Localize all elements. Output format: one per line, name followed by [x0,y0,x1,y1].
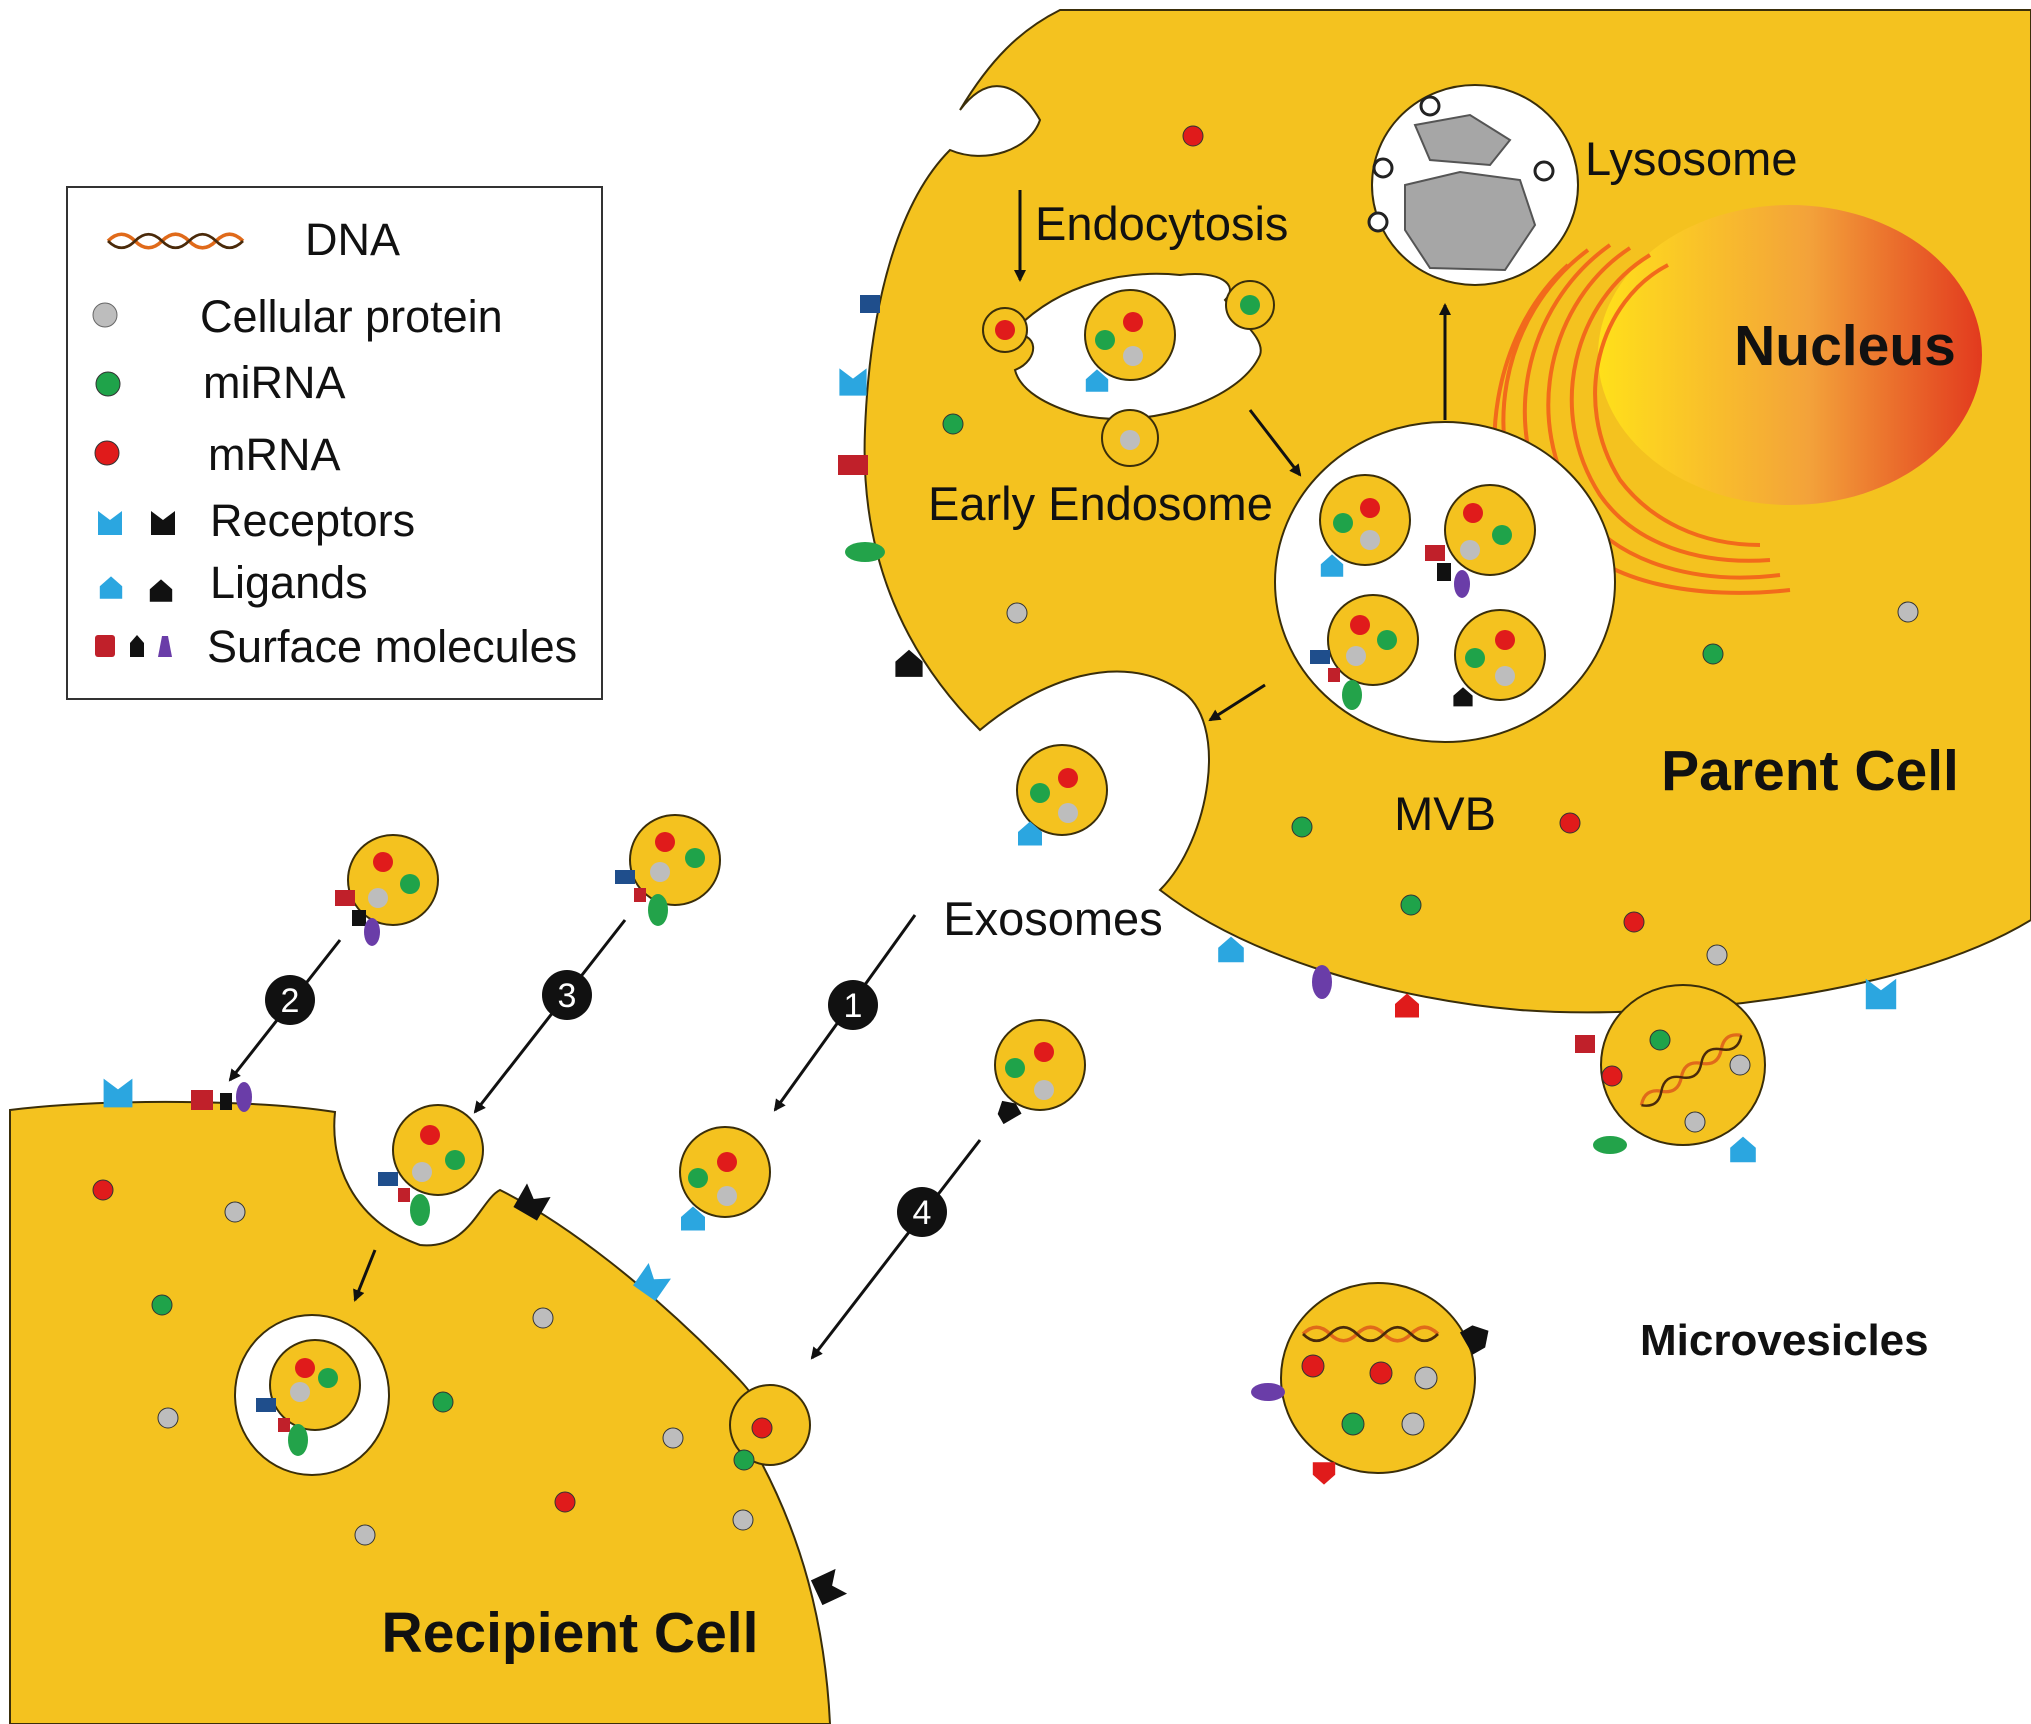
grey-circle-icon [92,302,118,328]
parent-cell-label: Parent Cell [1661,739,1959,803]
svg-text:DNA: DNA [305,214,400,265]
lysosome-debris [1404,170,1537,272]
exosome [1319,474,1411,577]
lysosome-debris [1413,113,1512,167]
nucleus-label: Nucleus [1734,314,1956,378]
pathway-badge-2: 2 [265,975,315,1025]
legend-mirna: miRNA [95,357,346,408]
pathway-4-exosome [993,1019,1086,1125]
exosome [1310,594,1419,710]
released-exosome [1016,744,1108,846]
pathway-badge-1: 1 [828,980,878,1030]
mvb-label: MVB [1394,787,1496,840]
recipient-cell-body [9,1100,832,1724]
legend-protein: Cellular protein [92,291,503,342]
svg-text:Cellular protein: Cellular protein [200,291,503,342]
pathway-1-exosome [679,1126,771,1231]
pit-exosome [378,1104,484,1226]
pathway-badge-3: 3 [542,970,592,1020]
lysosome: Lysosome [1367,84,1797,286]
legend-receptors: Receptors [98,495,415,546]
svg-text:miRNA: miRNA [203,357,346,408]
endosome-to-mvb-arrow [1248,409,1302,477]
green-circle-icon [95,371,121,397]
nucleus: Nucleus [1598,205,1982,505]
parent-cytoplasm-molecules [942,125,1919,966]
exosomes-label: Exosomes [943,892,1162,945]
svg-text:4: 4 [913,1194,932,1232]
svg-text:Surface molecules: Surface molecules [207,621,577,672]
pathway-3-exosome [615,814,721,926]
early-endosome: Early Endosome [928,272,1275,530]
recipient-surface-molecules [103,1078,848,1606]
mvb: MVB [1274,421,1616,840]
internalized-exosome [256,1339,361,1456]
recipient-cytoplasm-molecules [92,1179,754,1546]
pathway-3-arrow [473,919,627,1114]
parent-surface-molecules [838,295,1897,1018]
pathway-2-exosome [335,834,439,946]
svg-text:Ligands: Ligands [210,557,368,608]
surface-molecule-icon [158,636,172,657]
microvesicles-label: Microvesicles [1640,1316,1929,1365]
red-circle-icon [94,440,120,466]
recipient-cell-label: Recipient Cell [382,1601,759,1665]
svg-text:mRNA: mRNA [208,429,341,480]
exosome [1425,484,1536,598]
exosome [1453,609,1546,707]
svg-text:1: 1 [844,987,863,1025]
mvb-release-arrow [1208,683,1266,722]
legend-dna: DNA [106,214,400,265]
recipient-cell: Recipient Cell [9,1078,848,1724]
recipient-internalization-arrow [353,1249,377,1302]
svg-text:3: 3 [558,977,577,1015]
microvesicle [1251,1282,1495,1485]
legend-mrna: mRNA [94,429,341,480]
early-endosome-label: Early Endosome [928,477,1273,530]
legend: DNA Cellular protein miRNA mRNA Receptor… [66,186,603,700]
parent-cell: Nucleus Lysosome Endocytosis [838,9,2031,1163]
lysosome-label: Lysosome [1585,132,1797,185]
pathway-badge-4: 4 [897,1187,947,1237]
legend-ligands: Ligands [99,557,368,608]
pathway-4-arrow [810,1139,982,1360]
svg-text:Receptors: Receptors [210,495,415,546]
legend-surface: Surface molecules [95,621,577,672]
surface-molecule-icon [130,635,144,657]
svg-text:2: 2 [281,982,300,1020]
surface-molecule-icon [95,635,115,657]
endocytosis-label: Endocytosis [1035,197,1288,250]
budding-microvesicle [1575,984,1766,1163]
